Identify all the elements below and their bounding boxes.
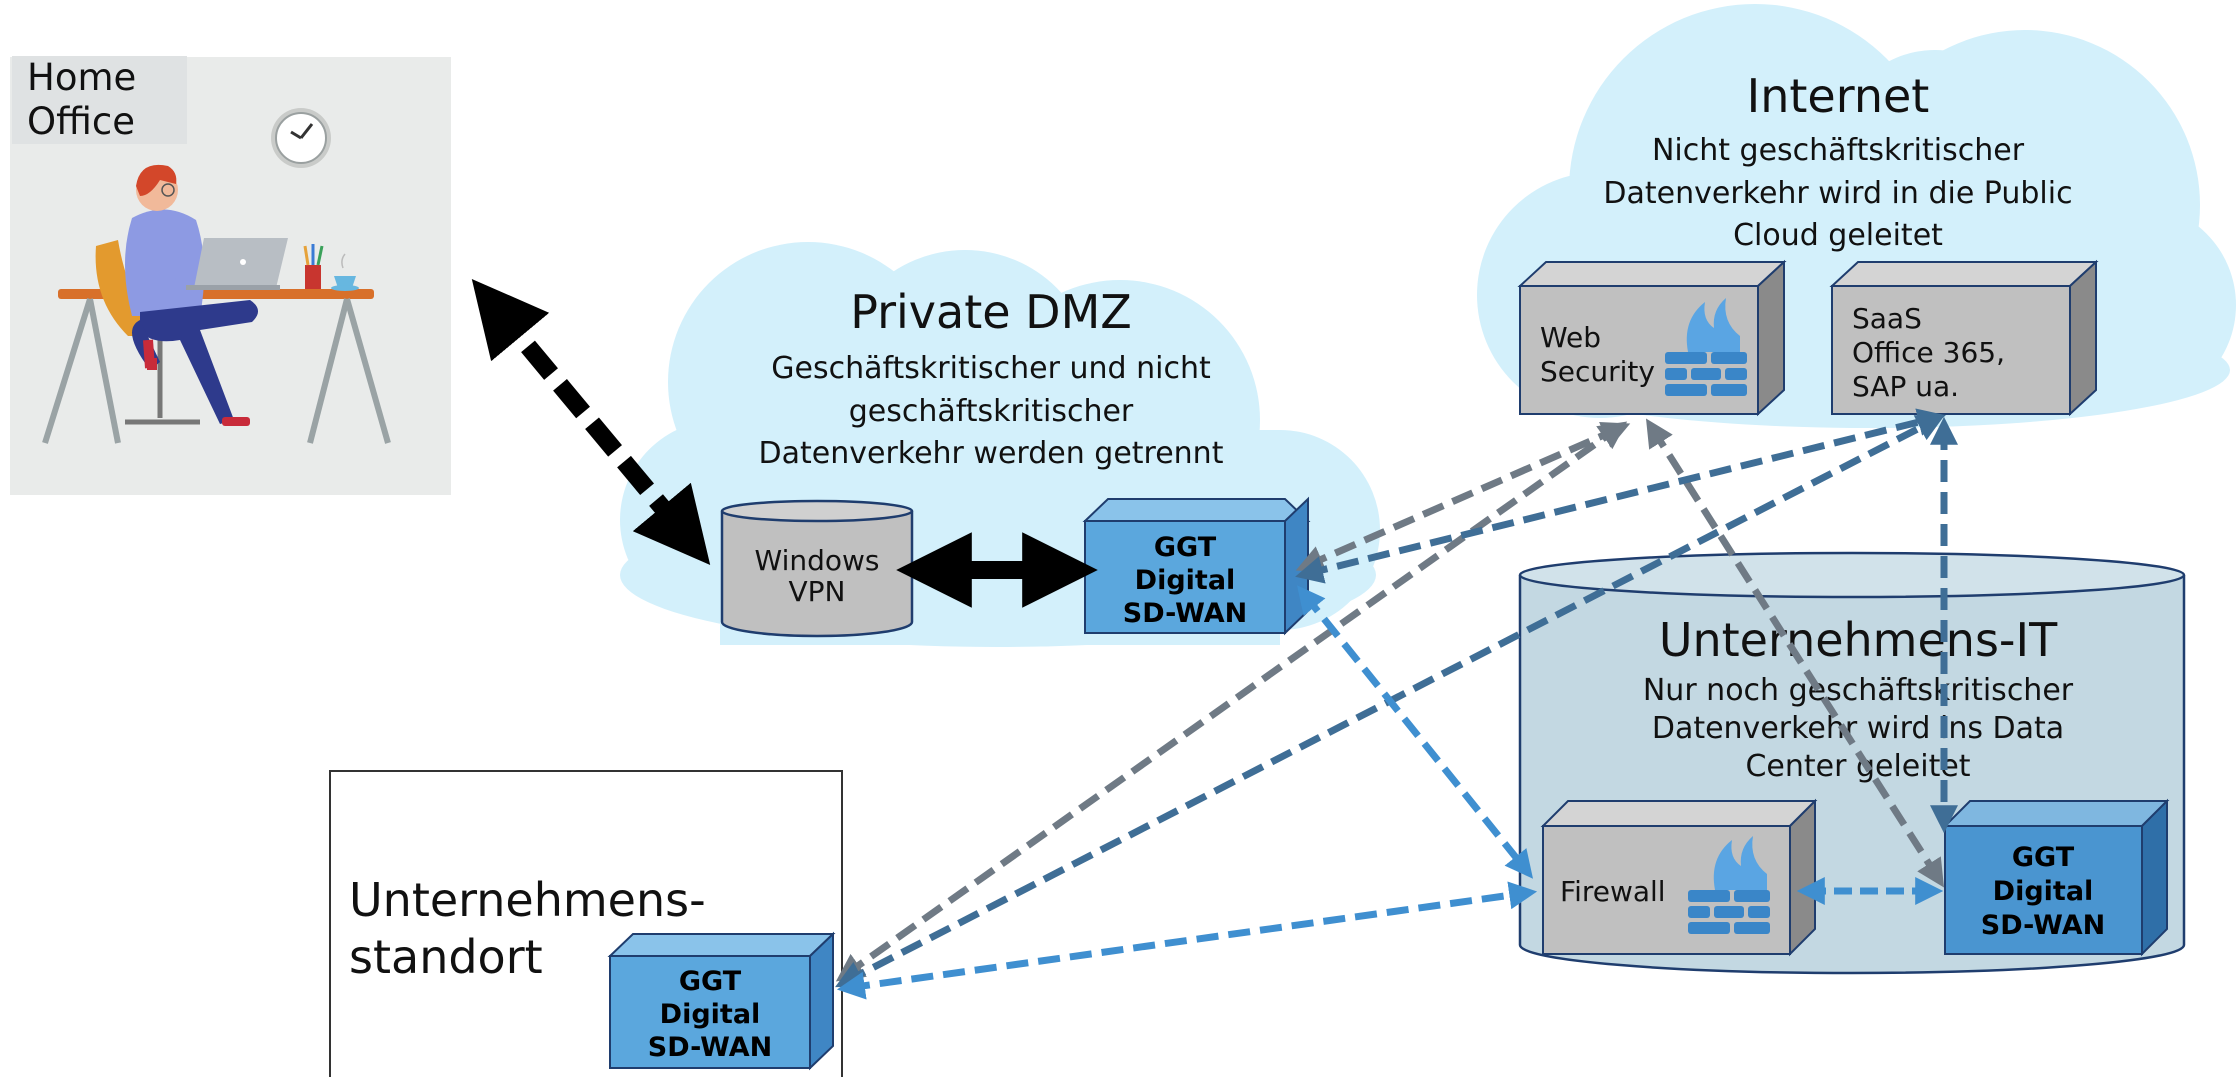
saas-box: SaaS Office 365, SAP ua. (1829, 259, 2099, 417)
vpn-label-line2: VPN (789, 575, 846, 608)
saas-label-line1: SaaS (1852, 302, 1922, 335)
clock-icon (271, 108, 331, 168)
dmz-sdwan-line3: SD-WAN (1123, 598, 1247, 629)
internet-title: Internet (1747, 69, 1930, 123)
branch-sdwan-line2: Digital (660, 999, 761, 1030)
saas-label-line2: Office 365, (1852, 336, 2005, 369)
home-office-label: Home Office (12, 56, 187, 144)
branch-title-line2: standort (349, 930, 543, 984)
dmz-sdwan-line2: Digital (1135, 565, 1236, 596)
vpn-label-line1: Windows (755, 544, 880, 577)
branch-sdwan-box: GGT Digital SD-WAN (607, 931, 836, 1071)
websec-label-line1: Web (1540, 321, 1601, 354)
arrow-homeoffice-vpn (471, 278, 711, 566)
branch-sdwan-line1: GGT (679, 966, 742, 997)
websec-label-line2: Security (1540, 355, 1655, 388)
laptop-icon (186, 238, 288, 290)
dc-sdwan-line2: Digital (1993, 876, 2094, 907)
dmz-sdwan-line1: GGT (1154, 532, 1217, 563)
corporate-it-desc-line2: Datenverkehr wird ins Data (1652, 711, 2064, 746)
home-office-label-line1: Home (27, 56, 137, 99)
dmz-desc-line1: Geschäftskritischer und nicht (771, 351, 1211, 386)
pen-cup-icon (303, 244, 324, 289)
arrow-branch-firewall (836, 881, 1538, 1000)
arrow-dmz-firewall (1296, 585, 1534, 879)
saas-label-line3: SAP ua. (1852, 370, 1959, 403)
arrow-dmz-saas (1295, 408, 1946, 584)
dc-sdwan-line3: SD-WAN (1981, 910, 2105, 941)
corporate-it-desc-line1: Nur noch geschäftskritischer (1643, 673, 2074, 708)
home-office-illustration (10, 57, 451, 495)
firewall-label: Firewall (1560, 875, 1666, 908)
dmz-desc-line2: geschäftskritischer (849, 394, 1134, 429)
internet-desc-line3: Cloud geleitet (1733, 218, 1943, 253)
windows-vpn-server: Windows VPN (720, 499, 914, 638)
corporate-it-title: Unternehmens-IT (1659, 613, 2058, 667)
branch-sdwan-line3: SD-WAN (648, 1032, 772, 1063)
dc-sdwan-line1: GGT (2012, 842, 2075, 873)
datacenter-sdwan-box: GGT Digital SD-WAN (1942, 798, 2170, 957)
tea-cup-icon (331, 253, 359, 291)
branch-title-line1: Unternehmens- (349, 873, 706, 927)
internet-desc-line2: Datenverkehr wird in die Public (1603, 176, 2072, 211)
home-office-label-line2: Office (27, 100, 136, 143)
internet-desc-line1: Nicht geschäftskritischer (1652, 133, 2025, 168)
dmz-sdwan-box: GGT Digital SD-WAN (1082, 496, 1311, 636)
web-security-box: Web Security (1517, 259, 1787, 417)
firewall-box: Firewall (1540, 798, 1818, 957)
firewall-icon (1665, 298, 1747, 396)
dmz-desc-line3: Datenverkehr werden getrennt (759, 436, 1224, 471)
dmz-title: Private DMZ (850, 285, 1132, 339)
